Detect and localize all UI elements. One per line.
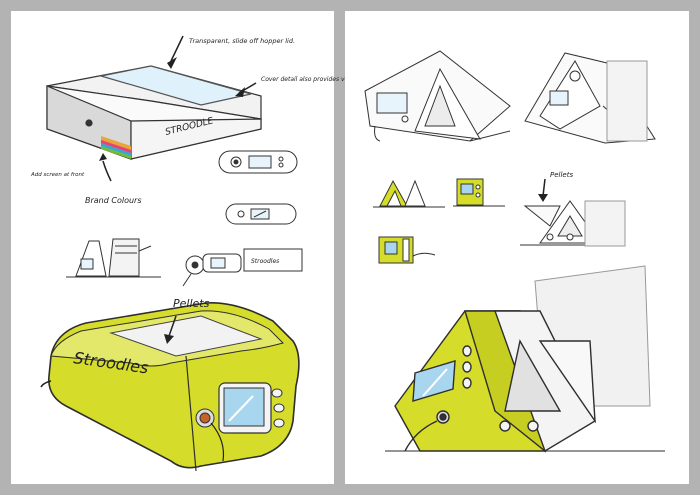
pellets-arrow-right bbox=[542, 178, 546, 197]
pill-sketch-1 bbox=[218, 150, 298, 174]
pill-sketch-2 bbox=[225, 203, 297, 225]
pellets-label: Pellets bbox=[173, 297, 210, 310]
triangle-sketch-a bbox=[364, 50, 511, 142]
hopper-box-sketch bbox=[46, 65, 262, 160]
brand-arrow-head bbox=[99, 153, 107, 161]
lid-arrow bbox=[170, 35, 184, 62]
pellets-arrow-right-head bbox=[538, 194, 548, 202]
pellets-triangle-sketch bbox=[520, 200, 626, 247]
brand-colours-label: Brand Colours bbox=[85, 196, 142, 205]
right-sketch-sheet: Pellets bbox=[345, 11, 689, 484]
main-triangle-product bbox=[385, 265, 665, 453]
right-sketch-svg: Pellets bbox=[364, 50, 665, 453]
cover-annotation: Cover detail also provides ventilation bbox=[261, 76, 373, 83]
small-brand-text: Stroodles bbox=[251, 258, 279, 265]
triangle-sketch-b bbox=[524, 52, 656, 144]
pellets-arrow-head bbox=[164, 334, 174, 344]
left-sketch-svg: STROODLE Transparent, slide off hopper l… bbox=[30, 35, 373, 472]
lid-annotation: Transparent, slide off hopper lid. bbox=[189, 37, 295, 45]
small-yellow-triangle bbox=[373, 179, 445, 208]
left-sketch-sheet: STROODLE Transparent, slide off hopper l… bbox=[11, 11, 373, 484]
small-yellow-side bbox=[378, 236, 436, 264]
pellets-arrow bbox=[168, 315, 177, 337]
main-yellow-product bbox=[40, 302, 300, 472]
brand-arrow bbox=[102, 160, 112, 182]
small-yellow-box bbox=[453, 178, 505, 207]
add-screen-annotation: Add screen at front bbox=[30, 172, 85, 178]
triangle-sketch bbox=[66, 238, 161, 278]
cover-arrow-head bbox=[235, 87, 245, 97]
round-box-sketch bbox=[182, 248, 303, 287]
pellets-label-right: Pellets bbox=[550, 171, 573, 179]
lid-arrow-head bbox=[167, 57, 177, 69]
